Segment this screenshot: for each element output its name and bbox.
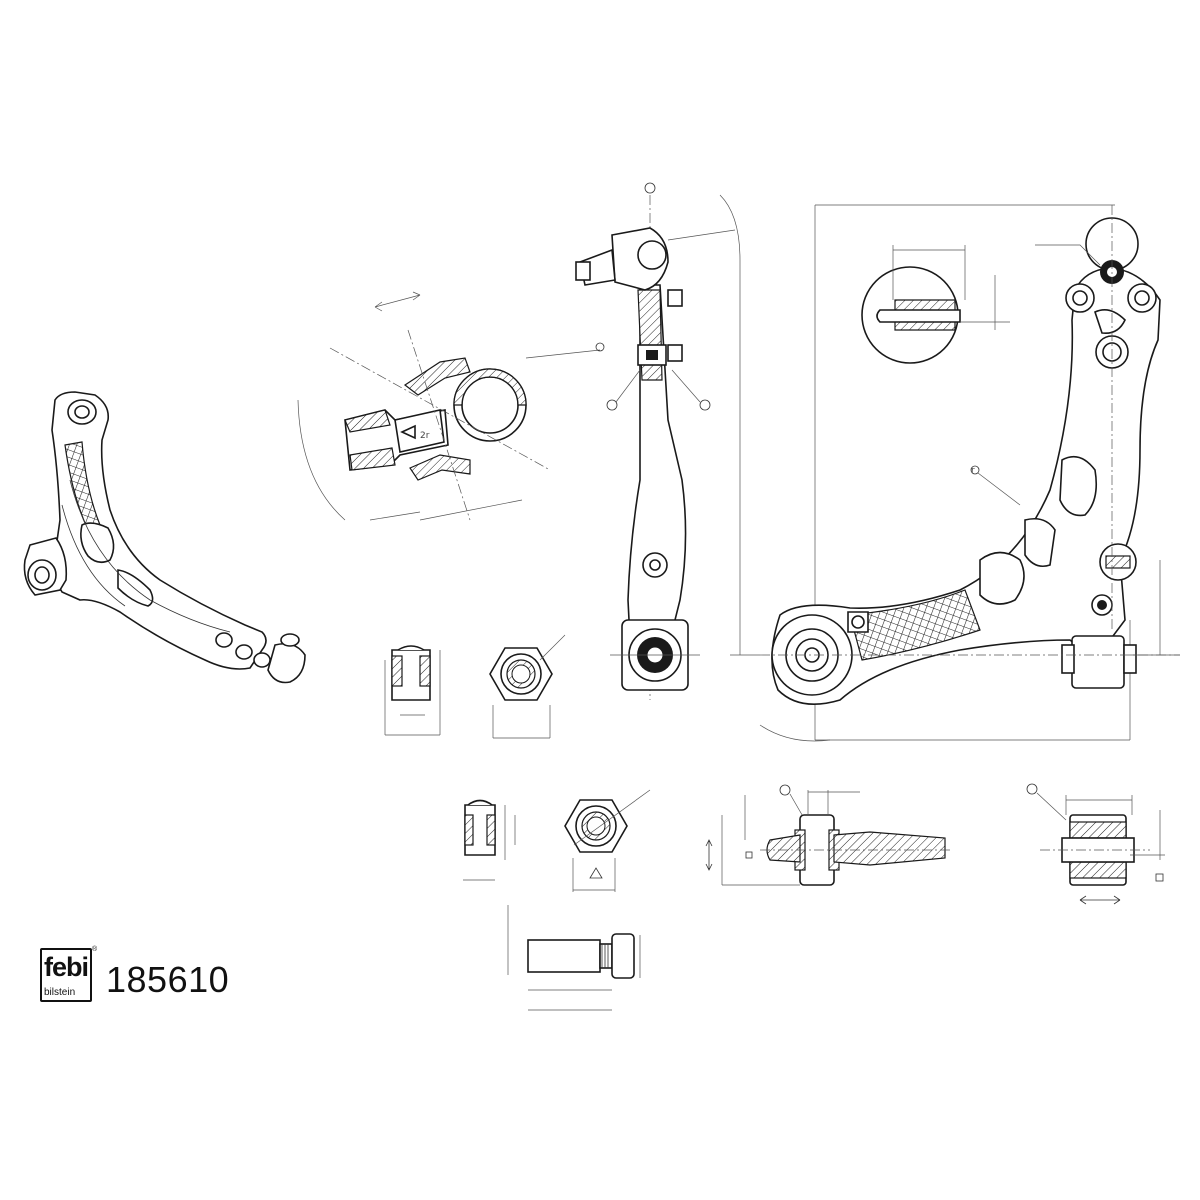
top-view: r (759, 204, 1180, 742)
iso-view (23, 391, 306, 684)
side-view (575, 182, 760, 700)
nut-view (489, 634, 566, 739)
logo-main-text: febi (44, 952, 89, 982)
small-flange-nut-view (463, 799, 516, 881)
febi-bilstein-logo: febi bilstein ® (40, 946, 98, 1006)
bushing-size-label: 2r (420, 431, 430, 441)
part-number: 185610 (106, 959, 230, 1000)
section-mark-label: r (971, 466, 975, 476)
registered-mark: ® (92, 946, 98, 953)
bolt-view (507, 905, 641, 1011)
bushing-section-view: 2r (297, 291, 605, 521)
rear-bushing-section (1026, 783, 1165, 905)
small-nut-view (564, 789, 651, 892)
logo-frame: febi bilstein (40, 948, 92, 1002)
logo-sub-text: bilstein (44, 987, 76, 998)
front-bushing-section (705, 784, 950, 886)
flange-nut-view (384, 645, 441, 736)
